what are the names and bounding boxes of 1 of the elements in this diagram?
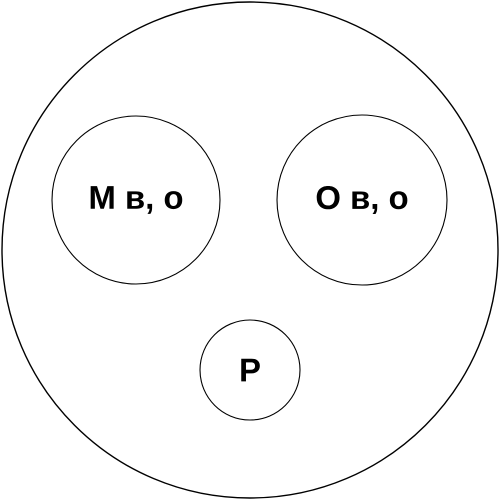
- outer-circle: [1, 1, 499, 499]
